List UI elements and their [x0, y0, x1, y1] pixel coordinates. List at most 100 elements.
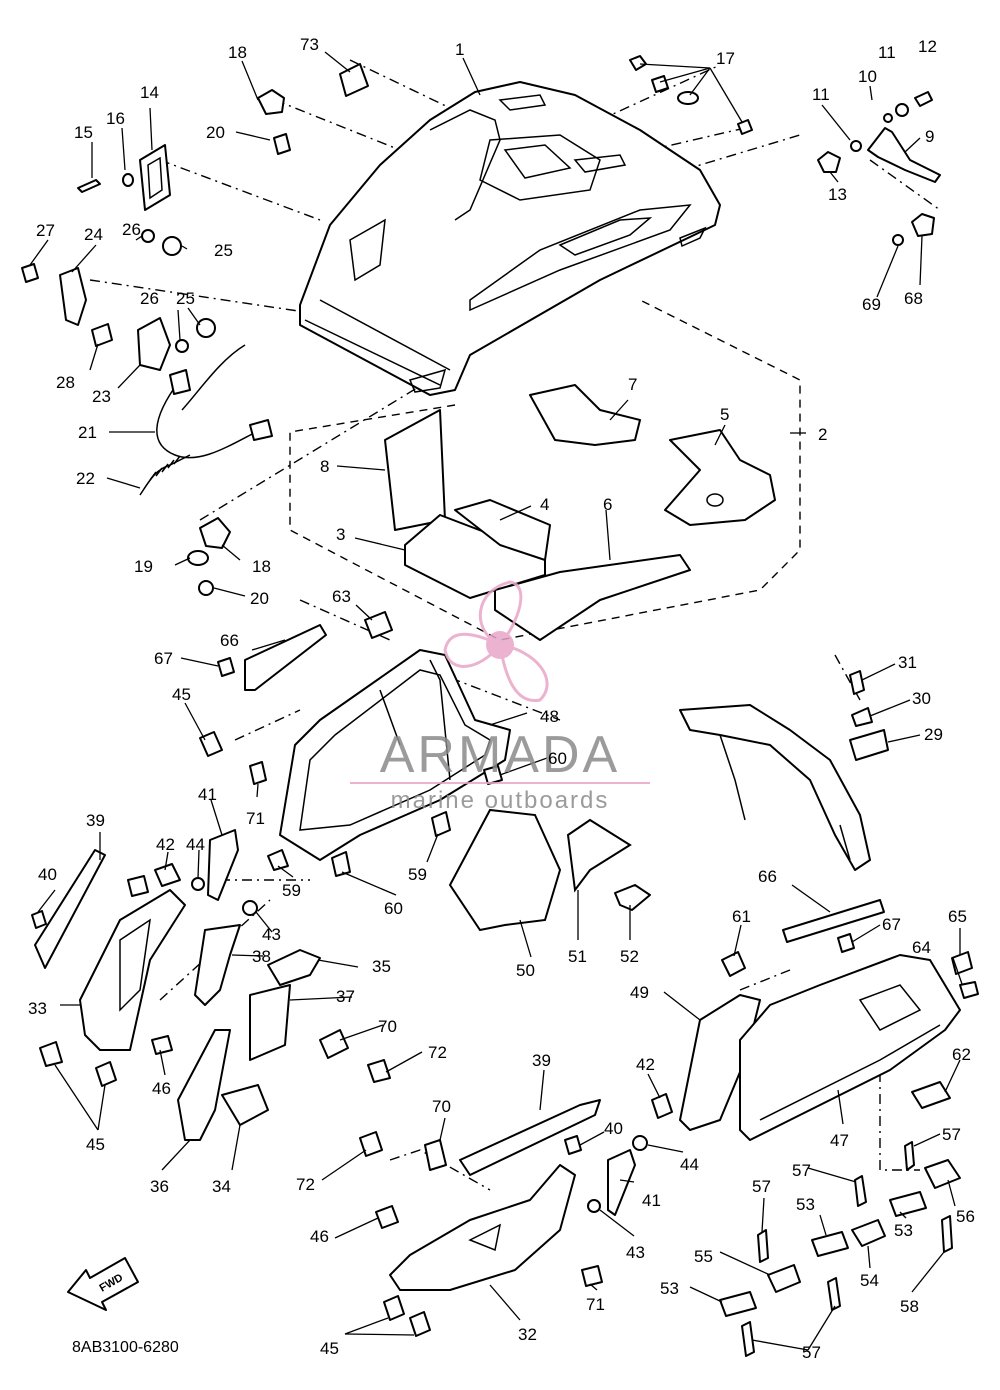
part-31-screw [849, 670, 865, 695]
part-43-grommet-left [242, 900, 258, 916]
callout-40b: 40 [604, 1119, 623, 1138]
callout-29: 29 [924, 725, 943, 744]
callout-59b: 59 [282, 881, 301, 900]
callout-4: 4 [540, 495, 549, 514]
part-40-grommet-lower [564, 1135, 582, 1155]
part-38-bracket [194, 924, 241, 1006]
callout-3: 3 [336, 525, 345, 544]
callout-68: 68 [904, 289, 923, 308]
part-18-clip-lower [199, 517, 231, 549]
part-9-bracket [867, 127, 941, 183]
callout-57a: 57 [942, 1125, 961, 1144]
right-bracket-assembly [679, 670, 889, 871]
callout-13: 13 [828, 185, 847, 204]
callout-55: 55 [694, 1247, 713, 1266]
callout-71b: 71 [586, 1295, 605, 1314]
callout-64: 64 [912, 938, 931, 957]
callout-28: 28 [56, 373, 75, 392]
callout-25a: 25 [214, 241, 233, 260]
callout-labels: 1 2 3 4 5 6 7 8 9 10 11 11 12 13 14 15 1… [28, 35, 975, 1362]
callout-40a: 40 [38, 865, 57, 884]
part-19-grommet [187, 550, 209, 566]
callout-1: 1 [455, 40, 464, 59]
part-22-spring [139, 454, 191, 496]
callout-53a: 53 [894, 1221, 913, 1240]
callout-38: 38 [252, 947, 271, 966]
part-39-rail-left [34, 849, 106, 969]
part-21-cable [156, 379, 261, 459]
callout-24: 24 [84, 225, 103, 244]
callout-45c: 45 [320, 1339, 339, 1358]
callout-32: 32 [518, 1325, 537, 1344]
callout-70b: 70 [432, 1097, 451, 1116]
callout-69: 69 [862, 295, 881, 314]
callout-62: 62 [952, 1045, 971, 1064]
callout-6: 6 [603, 495, 612, 514]
part-20-screw-top [273, 133, 291, 155]
callout-39a: 39 [86, 811, 105, 830]
callout-52: 52 [620, 947, 639, 966]
part-66-strip [244, 624, 327, 691]
part-57-pin-d [827, 1277, 841, 1311]
callout-57c: 57 [752, 1177, 771, 1196]
callout-61: 61 [732, 907, 751, 926]
callout-41a: 41 [198, 785, 217, 804]
part-11-washer-b [850, 140, 862, 152]
part-60-nut-b [331, 851, 351, 877]
part-39-rail-lower [459, 1099, 601, 1176]
part-29-bracket [849, 729, 889, 761]
callout-73: 73 [300, 35, 319, 54]
part-25-nut-a [162, 236, 182, 256]
part-41-bracket-left [207, 829, 239, 901]
callout-42a: 42 [156, 835, 175, 854]
callout-72a: 72 [428, 1043, 447, 1062]
callout-35: 35 [372, 957, 391, 976]
callout-70a: 70 [378, 1017, 397, 1036]
part-12-bolt [914, 91, 933, 107]
callout-26b: 26 [140, 289, 159, 308]
callout-43a: 43 [262, 925, 281, 944]
part-43-grommet-lower [587, 1199, 601, 1213]
callout-53c: 53 [660, 1279, 679, 1298]
part-68-bolt [911, 213, 935, 237]
part-44-washer-left [191, 877, 205, 891]
callout-2: 2 [818, 425, 827, 444]
part-71-nut-lower [581, 1265, 603, 1287]
callout-57b: 57 [792, 1161, 811, 1180]
part-41-bracket-lower [607, 1149, 636, 1216]
callout-63: 63 [332, 587, 351, 606]
propeller-logo [443, 580, 549, 702]
callout-34: 34 [212, 1177, 231, 1196]
upper-left-hardware [21, 63, 369, 371]
part-66-strip-right [782, 899, 885, 943]
callout-67a: 67 [154, 649, 173, 668]
callout-42b: 42 [636, 1055, 655, 1074]
callout-60b: 60 [384, 899, 403, 918]
part-18-clip-top [257, 89, 285, 115]
part-11-washer-a [883, 113, 893, 123]
watermark-tagline: marine outboards [391, 787, 610, 814]
callout-15: 15 [74, 123, 93, 142]
callout-48: 48 [540, 707, 559, 726]
callout-20b: 20 [250, 589, 269, 608]
part-30-clip [851, 707, 873, 727]
part-14-bracket [139, 144, 171, 211]
callout-71a: 71 [246, 809, 265, 828]
latch-cable-assembly [139, 344, 273, 596]
callout-5: 5 [720, 405, 729, 424]
frame-fasteners [199, 611, 503, 877]
callout-49: 49 [630, 983, 649, 1002]
part-63-clip [364, 611, 393, 639]
part-57-pin-c [757, 1229, 769, 1263]
part-46-clip-lower [375, 1205, 399, 1229]
part-53-pad-c [719, 1291, 757, 1317]
part-32-bracket [389, 1164, 576, 1291]
part-64-washer [959, 981, 979, 999]
part-26-washer-a [141, 229, 155, 243]
callout-65: 65 [948, 907, 967, 926]
part-10-washer [895, 103, 909, 117]
callout-45a: 45 [172, 685, 191, 704]
callout-8: 8 [320, 457, 329, 476]
right-lower-panel [679, 899, 979, 1141]
